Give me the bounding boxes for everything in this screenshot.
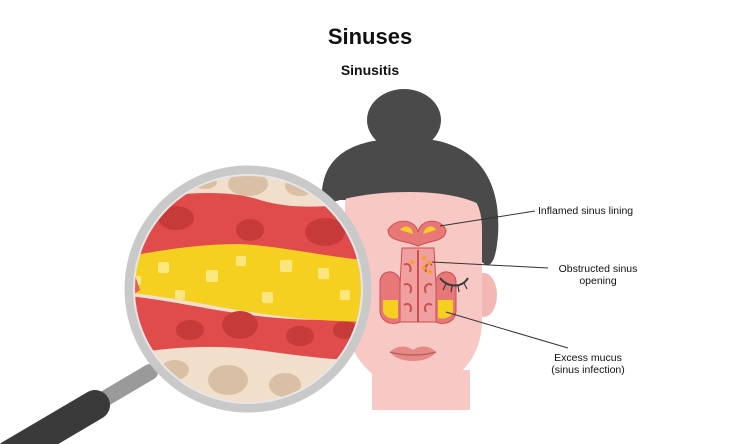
mucus-dot [421, 265, 427, 271]
frontal-sinus-mucus [400, 226, 436, 234]
magnified-tissue [131, 172, 365, 406]
magnifier-rim-inner [133, 174, 363, 404]
left-turbinates [403, 262, 413, 313]
page-title: Sinuses [327, 24, 413, 49]
mucus-dot [410, 260, 414, 264]
mucus-dot [421, 255, 427, 261]
mucus-dot [426, 260, 432, 266]
maxillary-mucus-left [383, 300, 398, 319]
lip-line [389, 351, 437, 356]
hair-bun [367, 89, 441, 151]
magnifier-rim [124, 165, 372, 413]
head-figure [321, 89, 499, 410]
callout-excess-mucus: Excess mucus (sinus infection) [551, 352, 625, 376]
page-subtitle: Sinusitis [340, 62, 400, 78]
leader-line-inflamed [439, 210, 536, 227]
leader-line-obstructed [431, 261, 549, 269]
leader-line-mucus [445, 311, 569, 349]
eyelashes [442, 282, 468, 293]
magnifier-handle [0, 364, 158, 444]
mucus-dot [427, 269, 433, 275]
maxillary-mucus-right [438, 300, 453, 319]
callout-obstructed-sinus-opening: Obstructed sinus opening [558, 263, 638, 287]
lips [390, 346, 436, 361]
callout-inflamed-sinus-lining: Inflamed sinus lining [538, 205, 634, 217]
right-turbinates [423, 262, 433, 313]
hair-fringe [322, 150, 495, 215]
closed-eye [439, 277, 469, 287]
